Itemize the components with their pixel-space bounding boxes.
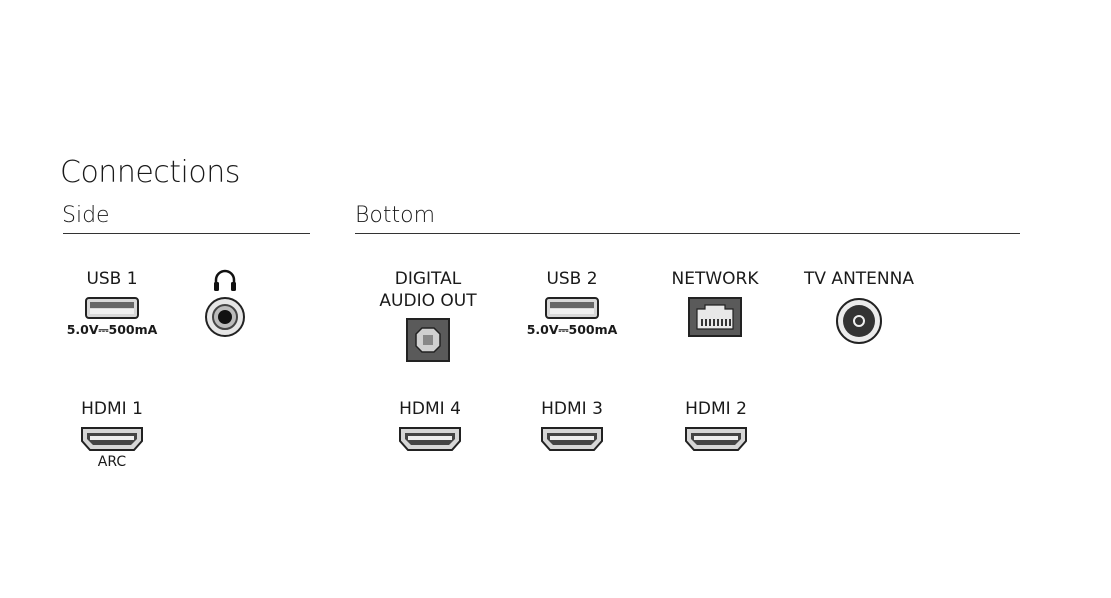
hdmi4-label: HDMI 4 xyxy=(399,399,461,419)
section-side-rule xyxy=(63,233,310,234)
hdmi3-label: HDMI 3 xyxy=(541,399,603,419)
optical-port-icon xyxy=(406,318,450,362)
hdmi-port-icon xyxy=(80,426,144,452)
port-hdmi2: HDMI 2 xyxy=(666,398,766,452)
digital-audio-label-line1: DIGITAL xyxy=(394,269,462,289)
section-bottom-title: Bottom xyxy=(355,203,436,228)
hdmi1-label: HDMI 1 xyxy=(81,399,143,419)
port-network: NETWORK xyxy=(660,268,770,337)
hdmi-port-icon xyxy=(684,426,748,452)
usb2-spec: 5.0V⎓500mA xyxy=(526,322,618,337)
coax-port-icon xyxy=(835,297,883,345)
usb2-label: USB 2 xyxy=(546,269,598,289)
hdmi-port-icon xyxy=(540,426,604,452)
port-hdmi1: HDMI 1 ARC xyxy=(62,398,162,470)
digital-audio-label-line2: AUDIO OUT xyxy=(379,291,477,311)
page-title: Connections xyxy=(60,155,240,190)
port-digital-audio-out: DIGITAL AUDIO OUT xyxy=(368,268,488,362)
usb1-spec: 5.0V⎓500mA xyxy=(66,322,158,337)
usb-port-icon xyxy=(545,297,599,319)
port-tv-antenna: TV ANTENNA xyxy=(796,268,922,345)
port-hdmi4: HDMI 4 xyxy=(380,398,480,452)
ethernet-port-icon xyxy=(688,297,742,337)
port-usb2: USB 2 5.0V⎓500mA xyxy=(522,268,622,338)
hdmi-port-icon xyxy=(398,426,462,452)
usb1-label: USB 1 xyxy=(86,269,138,289)
audio-jack-icon xyxy=(204,296,246,338)
tv-antenna-label: TV ANTENNA xyxy=(804,269,914,289)
section-bottom-rule xyxy=(355,233,1020,234)
network-label: NETWORK xyxy=(671,269,759,289)
port-usb1: USB 1 5.0V⎓500mA xyxy=(62,268,162,338)
headphones-icon xyxy=(212,268,238,292)
section-side-title: Side xyxy=(62,203,110,228)
usb-port-icon xyxy=(85,297,139,319)
port-hdmi3: HDMI 3 xyxy=(522,398,622,452)
hdmi2-label: HDMI 2 xyxy=(685,399,747,419)
port-headphone xyxy=(200,268,250,338)
hdmi1-arc-label: ARC xyxy=(97,454,127,470)
